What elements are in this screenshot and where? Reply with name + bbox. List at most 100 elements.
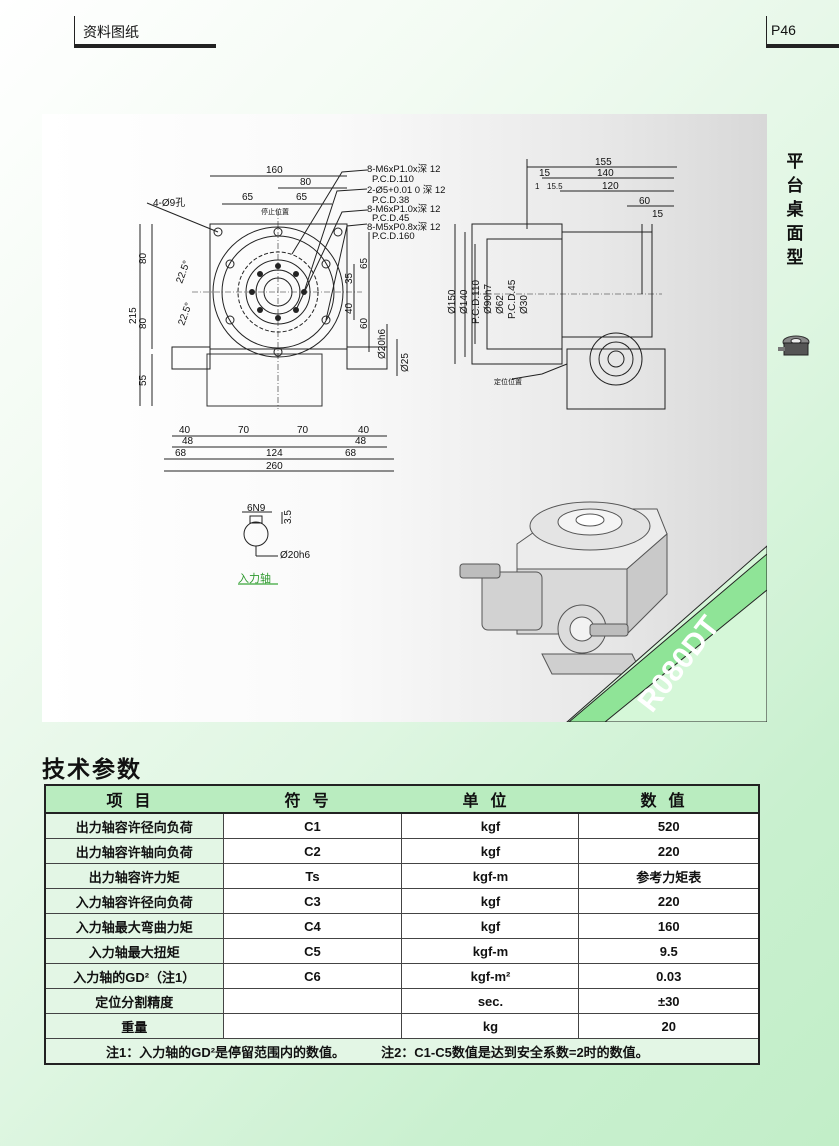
table-row: 入力轴的GD²（注1） C6 kgf-m² 0.03	[45, 963, 759, 989]
spec-table: 项目 符号 单位 数值 出力轴容许径向负荷 C1 kgf 520 出力轴容许轴向…	[44, 784, 760, 1065]
dim-160: 160	[266, 165, 283, 176]
dim-15-5: 15.5	[547, 182, 563, 191]
cell-symbol	[223, 988, 403, 1014]
hole-label: 4-Ø9孔	[153, 197, 185, 209]
cell-unit: kgf	[401, 813, 580, 839]
cell-item: 入力轴容许径向负荷	[45, 888, 224, 914]
cell-unit: sec.	[401, 988, 580, 1014]
cell-item: 出力轴容许径向负荷	[45, 813, 224, 839]
callout-1: 8-M6xP1.0x深 12	[367, 164, 440, 175]
dim-155: 155	[595, 157, 612, 168]
table-row: 出力轴容许轴向负荷 C2 kgf 220	[45, 838, 759, 864]
callout-3: 2-Ø5+0.01 0 深 12	[367, 185, 445, 196]
dia-62: Ø62	[495, 295, 506, 314]
table-row: 入力轴最大弯曲力矩 C4 kgf 160	[45, 913, 759, 939]
col-symbol: 符号	[223, 785, 402, 814]
dim-260: 260	[266, 461, 283, 472]
cell-unit: kgf-m	[401, 938, 580, 964]
dim-80-left-b: 80	[138, 317, 149, 329]
dia-140: Ø140	[459, 289, 470, 314]
cell-value: 520	[578, 813, 759, 839]
dim-65b: 65	[296, 192, 308, 203]
table-row: 重量 kg 20	[45, 1013, 759, 1039]
pcd-45: P.C.D.45	[507, 279, 518, 319]
table-row: 入力轴最大扭矩 C5 kgf-m 9.5	[45, 938, 759, 964]
cell-unit: kgf	[401, 888, 580, 914]
technical-drawing: 160 80 65 65 4-Ø9孔 停止位置 80 80 215 55 22.…	[128, 157, 767, 722]
col-value: 数值	[578, 785, 759, 814]
dim-215: 215	[128, 307, 139, 324]
dim-120: 120	[602, 181, 619, 192]
model-banner	[566, 545, 767, 722]
cell-item: 定位分割精度	[45, 988, 224, 1014]
cell-value: 20	[578, 1013, 759, 1039]
stop-pos-label: 停止位置	[261, 207, 289, 216]
cell-item: 重量	[45, 1013, 224, 1039]
dia-30: Ø30	[519, 295, 530, 314]
key-width: 6N9	[247, 503, 266, 514]
pcd-110: P.C.D.110	[471, 279, 482, 324]
cell-unit: kg	[401, 1013, 580, 1039]
cell-symbol: C3	[223, 888, 403, 914]
callout-2: P.C.D.110	[372, 174, 414, 185]
dim-80: 80	[300, 177, 312, 188]
callout-7: 8-M5xP0.8x深 12	[367, 222, 440, 233]
header-rule-left	[74, 44, 216, 48]
cell-unit: kgf	[401, 838, 580, 864]
side-view	[454, 159, 677, 410]
header-left: 资料图纸	[74, 16, 215, 44]
cell-symbol: C2	[223, 838, 403, 864]
side-stop-pos: 定位位置	[494, 377, 522, 386]
cell-symbol: Ts	[223, 863, 403, 889]
header-right: P46	[766, 16, 796, 44]
section-title: 技术参数	[42, 756, 142, 782]
dim-40a: 40	[179, 425, 191, 436]
cell-item: 入力轴最大扭矩	[45, 938, 224, 964]
side-dim-labels: 155 140 120 15 1 15.5 60 15 Ø150 Ø140 P.…	[447, 157, 664, 386]
cell-symbol	[223, 1013, 403, 1039]
dim-15b: 15	[652, 209, 664, 220]
cell-item: 入力轴的GD²（注1）	[45, 963, 224, 989]
cell-value: 0.03	[578, 963, 759, 989]
dim-60: 60	[639, 196, 651, 207]
cell-value: 220	[578, 888, 759, 914]
cell-value: 参考力矩表	[578, 863, 759, 889]
dia-90h7: Ø90h7	[483, 284, 494, 314]
dim-70b: 70	[297, 425, 309, 436]
shaft-25: Ø25	[400, 353, 411, 372]
indexer-icon	[778, 335, 810, 356]
cell-symbol: C6	[223, 963, 403, 989]
dim-35: 35	[344, 272, 355, 284]
table-header-row: 项目 符号 单位 数值	[45, 785, 759, 814]
table-row: 入力轴容许径向负荷 C3 kgf 220	[45, 888, 759, 914]
header-rule-right	[766, 44, 839, 48]
cell-symbol: C1	[223, 813, 403, 839]
cell-value: ±30	[578, 988, 759, 1014]
key-detail-labels: 6N9 3.5 Ø20h6 入力轴	[238, 503, 310, 585]
cell-symbol: C5	[223, 938, 403, 964]
cell-item: 入力轴最大弯曲力矩	[45, 913, 224, 939]
cell-item: 出力轴容许轴向负荷	[45, 838, 224, 864]
dim-68a: 68	[175, 448, 187, 459]
dim-55: 55	[138, 374, 149, 386]
key-detail	[238, 511, 283, 585]
cell-value: 160	[578, 913, 759, 939]
callouts: 8-M6xP1.0x深 12 P.C.D.110 2-Ø5+0.01 0 深 1…	[367, 164, 445, 242]
cell-value: 220	[578, 838, 759, 864]
table-row: 出力轴容许径向负荷 C1 kgf 520	[45, 813, 759, 839]
callout-5: 8-M6xP1.0x深 12	[367, 204, 440, 215]
notes-cell: 注1：入力轴的GD²是停留范围内的数值。注2：C1-C5数值是达到安全系数=2时…	[45, 1038, 759, 1064]
key-shaft: Ø20h6	[280, 550, 310, 561]
col-item: 项目	[45, 785, 223, 814]
dim-40b: 40	[358, 425, 370, 436]
dia-150: Ø150	[447, 289, 458, 314]
note-1: 注1：入力轴的GD²是停留范围内的数值。	[106, 1044, 346, 1060]
cell-item: 出力轴容许力矩	[45, 863, 224, 889]
dim-80-left-a: 80	[138, 252, 149, 264]
dim-65a: 65	[242, 192, 254, 203]
table-row: 出力轴容许力矩 Ts kgf-m 参考力矩表	[45, 863, 759, 889]
table-notes-row: 注1：入力轴的GD²是停留范围内的数值。注2：C1-C5数值是达到安全系数=2时…	[45, 1038, 759, 1064]
callout-8: P.C.D.160	[372, 231, 415, 242]
cell-unit: kgf	[401, 913, 580, 939]
angle-b: 22.5°	[176, 301, 194, 327]
